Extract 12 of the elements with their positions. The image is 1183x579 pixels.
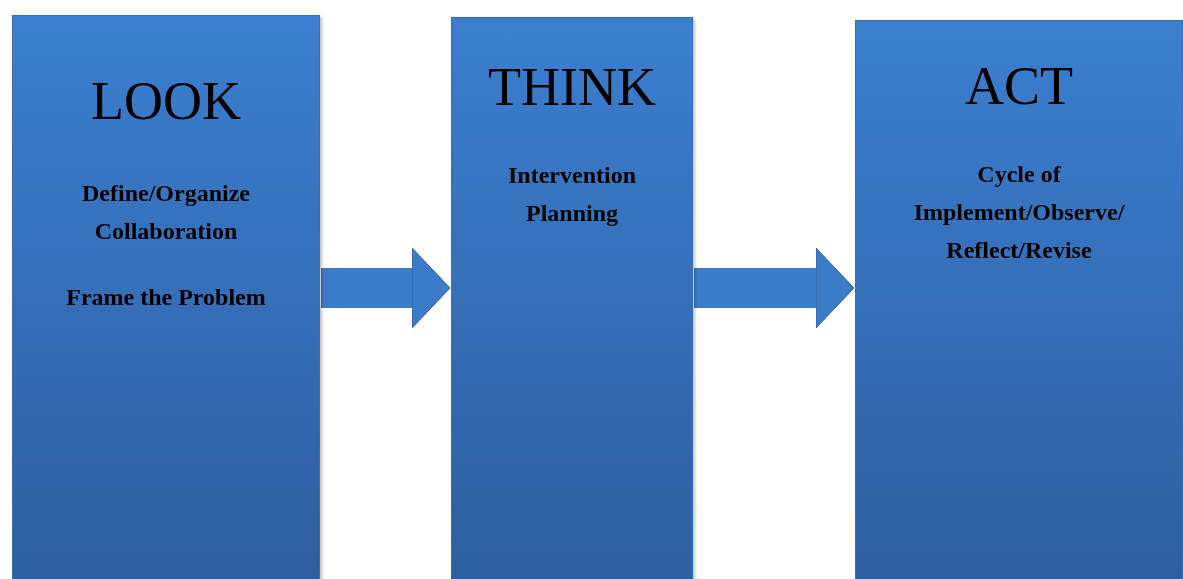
stage-description: Intervention Planning	[507, 161, 637, 228]
stage-panel	[855, 20, 1183, 579]
block-arrow	[321, 247, 451, 329]
stage-description: Define/Organize Collaboration	[81, 179, 251, 246]
stage-description: Frame the Problem	[65, 283, 267, 312]
stage-title: THINK	[487, 60, 657, 114]
stage-description: Cycle of Implement/Observe/ Reflect/Revise	[912, 160, 1126, 265]
stage-panel	[12, 15, 320, 579]
stage-title: ACT	[964, 59, 1074, 113]
stage-title: LOOK	[90, 74, 242, 128]
stage-panel	[451, 17, 693, 579]
block-arrow	[694, 247, 855, 329]
